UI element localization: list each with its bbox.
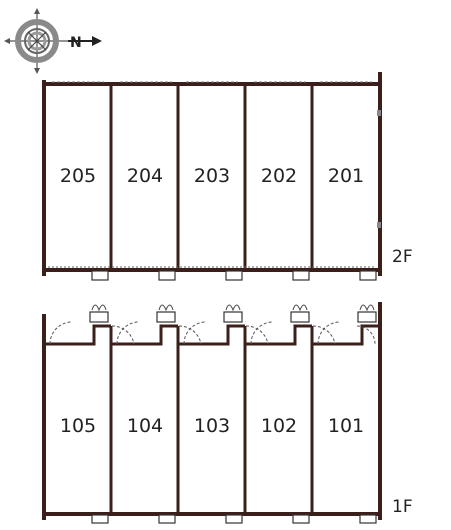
- compass-north-letter: N: [70, 35, 82, 51]
- unit-label-201: 201: [328, 165, 364, 187]
- floor-1f-plan: [42, 302, 382, 524]
- unit-label-205: 205: [60, 165, 96, 187]
- unit-label-204: 204: [127, 165, 163, 187]
- unit-label-101: 101: [328, 415, 364, 437]
- floor-2f-plan: [42, 72, 382, 281]
- unit-label-103: 103: [194, 415, 230, 437]
- unit-label-202: 202: [261, 165, 297, 187]
- floor-label-1f: 1F: [392, 497, 413, 517]
- unit-label-203: 203: [194, 165, 230, 187]
- floor-label-2f: 2F: [392, 247, 413, 267]
- unit-label-105: 105: [60, 415, 96, 437]
- unit-label-102: 102: [261, 415, 297, 437]
- unit-label-104: 104: [127, 415, 163, 437]
- compass-rose-icon: [4, 8, 102, 74]
